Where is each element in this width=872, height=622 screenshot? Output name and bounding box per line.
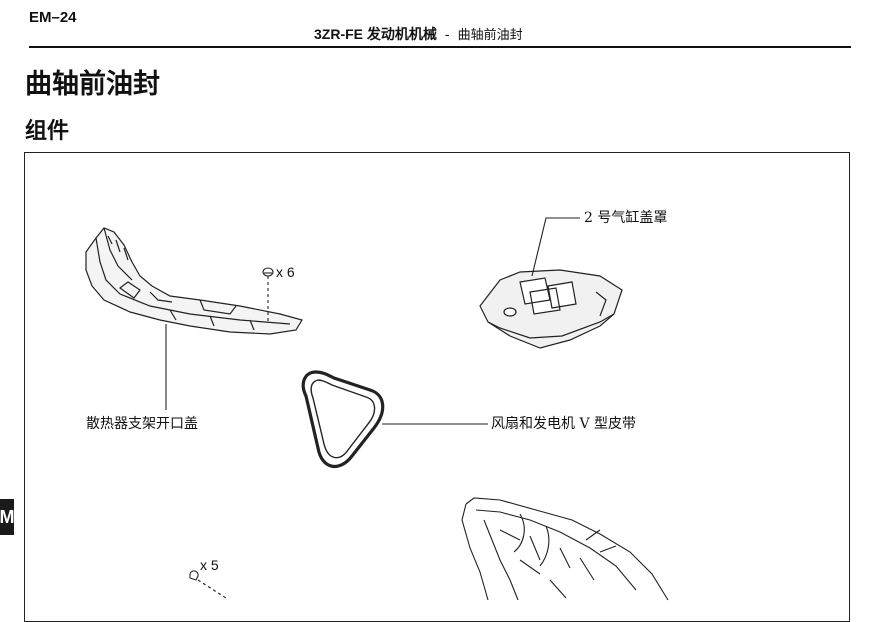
fan-belt-label: 风扇和发电机 V 型皮带 (491, 416, 637, 432)
clip-bottom-icon (189, 570, 227, 599)
clip-top-icon (262, 267, 274, 322)
section-title: 组件 (25, 118, 70, 143)
header-subsection: 曲轴前油封 (457, 28, 523, 43)
page-title: 曲轴前油封 (25, 69, 160, 99)
radiator-support-cover-label: 散热器支架开口盖 (86, 416, 198, 432)
fan-belt-drawing (301, 370, 385, 468)
page-number: EM–24 (29, 9, 77, 26)
clip-bottom-quantity: x 5 (200, 557, 219, 573)
header-separator: - (444, 26, 450, 42)
radiator-support-cover-drawing (85, 227, 303, 335)
cylinder-head-cover-label: 2 号气缸盖罩 (584, 210, 668, 226)
cylinder-cover-pointer (531, 217, 580, 277)
running-header: 3ZR-FE 发动机机械-曲轴前油封 (314, 24, 523, 44)
engine-part-partial-drawing (461, 497, 669, 601)
cylinder-head-cover-drawing (479, 269, 623, 349)
header-rule (29, 46, 851, 48)
header-model: 3ZR-FE 发动机机械 (314, 26, 437, 42)
side-tab: M (0, 499, 14, 535)
clip-top-quantity: x 6 (276, 264, 295, 280)
component-diagram (85, 217, 669, 601)
